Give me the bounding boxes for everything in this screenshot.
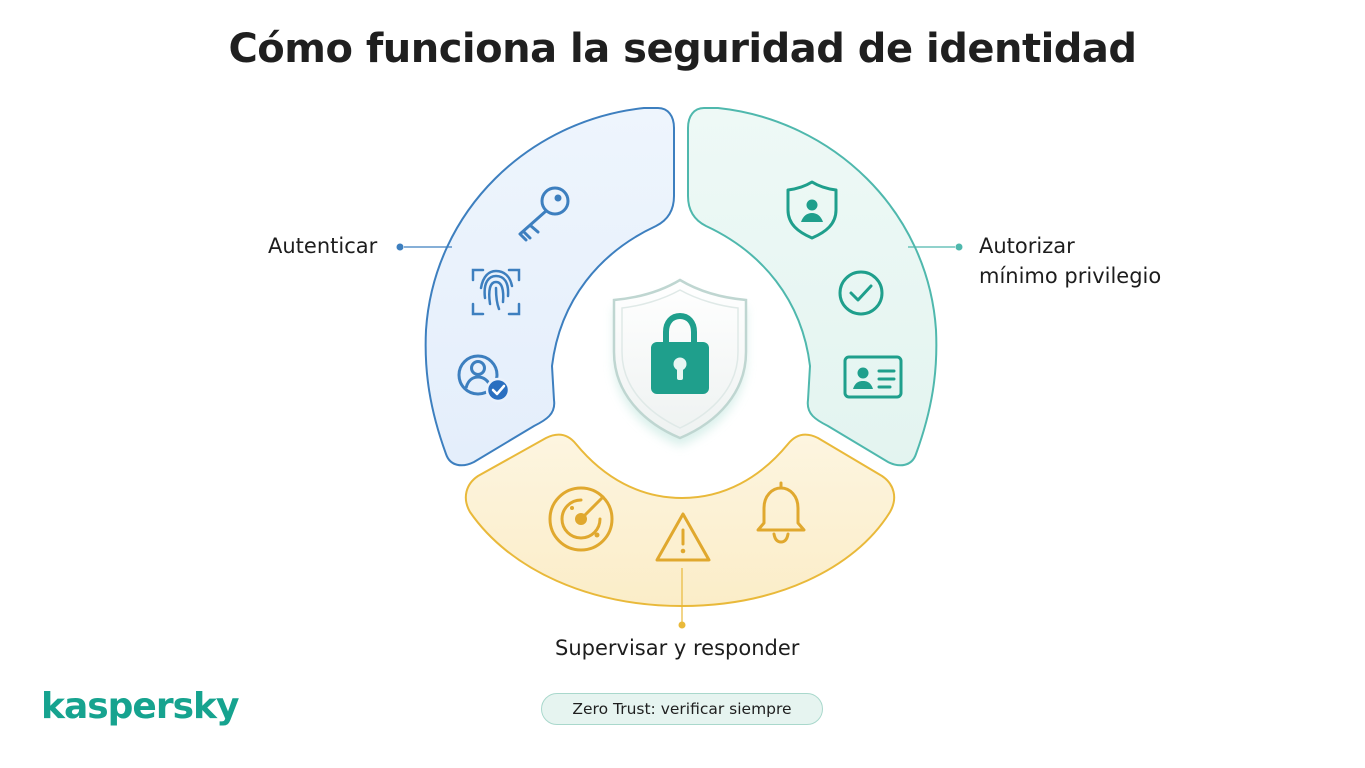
authenticate-label: Autenticar [268, 234, 378, 258]
monitor-label: Supervisar y responder [555, 636, 800, 660]
authenticate-connector [396, 243, 452, 251]
authorize-label-line1: Autorizar [979, 234, 1075, 258]
radar-icon [548, 486, 614, 552]
authenticate-segment [424, 107, 675, 467]
authorize-connector [908, 243, 963, 251]
fingerprint-icon [471, 268, 521, 316]
id-card-icon [843, 355, 903, 399]
authorize-label: Autorizar mínimo privilegio [979, 231, 1161, 291]
shield-lock-icon [612, 278, 748, 446]
bell-icon [756, 481, 806, 544]
monitor-connector [678, 568, 686, 629]
key-icon [518, 186, 570, 242]
authorize-label-line2: mínimo privilegio [979, 264, 1162, 288]
check-circle-icon [838, 270, 884, 316]
page-title: Cómo funciona la seguridad de identidad [228, 26, 1137, 72]
kaspersky-logo: kaspersky [41, 686, 239, 727]
warning-icon [655, 512, 711, 562]
zero-trust-badge: Zero Trust: verificar siempre [541, 693, 823, 725]
verified-user-icon [457, 354, 511, 403]
user-shield-icon [786, 180, 838, 240]
authorize-segment [687, 107, 938, 467]
